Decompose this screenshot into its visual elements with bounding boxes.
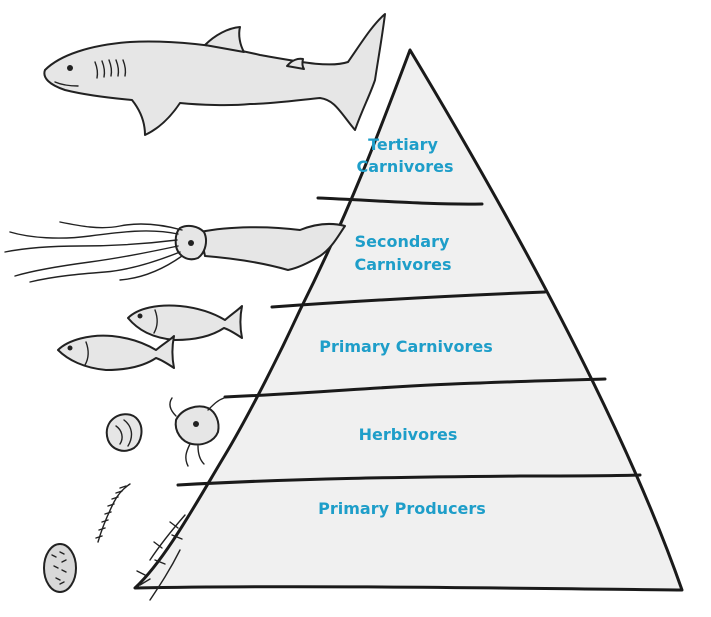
level-label-secondary-line2: Carnivores: [355, 255, 452, 274]
fish-icon: [57, 304, 243, 371]
level-divider-4: [176, 473, 642, 487]
level-label-herbivores: Herbivores: [359, 425, 458, 444]
level-label-primary-producers: Primary Producers: [318, 499, 486, 518]
zooplankton-icon: [105, 397, 225, 467]
squid-icon: [4, 221, 346, 283]
level-divider-2: [270, 290, 547, 309]
level-label-tertiary-line2: Carnivores: [357, 157, 454, 176]
level-label-tertiary-line1: Tertiary: [368, 135, 438, 154]
level-divider-1: [316, 196, 484, 206]
level-divider-3: [223, 377, 607, 399]
level-label-primary-carnivores: Primary Carnivores: [319, 337, 492, 356]
phytoplankton-icon: [43, 483, 186, 601]
shark-icon: [43, 13, 386, 136]
pyramid: [133, 48, 684, 592]
level-labels: Tertiary Carnivores Secondary Carnivores…: [318, 135, 493, 518]
pyramid-body: [133, 48, 684, 592]
level-label-secondary-line1: Secondary: [355, 232, 450, 251]
